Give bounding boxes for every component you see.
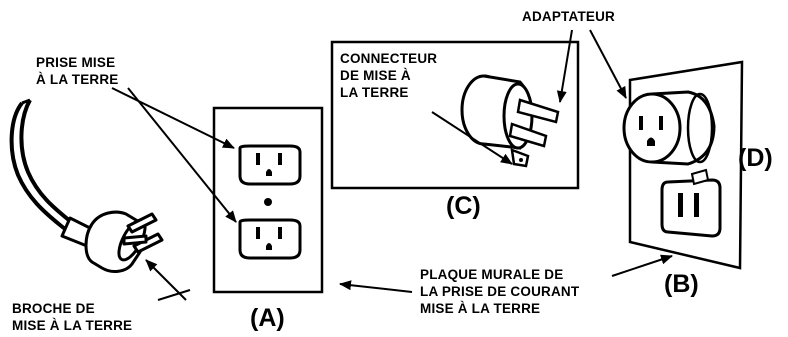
- figure-label-d: (D): [738, 144, 773, 172]
- callout-arrows: [111, 29, 673, 301]
- figure-label-c: (C): [446, 192, 481, 220]
- figure-label-a: (A): [250, 304, 285, 332]
- label-grounding-pin: BROCHE DE MISE À LA TERRE: [12, 301, 133, 333]
- arrow-ground-pin-tail: [157, 289, 191, 301]
- label-grounded-outlet: PRISE MISE À LA TERRE: [36, 55, 119, 87]
- label-adapter: ADAPTATEUR: [522, 9, 615, 24]
- figure-label-b: (B): [664, 270, 699, 298]
- adapter-inset-illustration: [330, 40, 580, 190]
- grounded-plug-illustration: [9, 98, 164, 273]
- wall-adapter-illustration: [622, 60, 744, 270]
- arrow-adapter-to-prong: [556, 29, 573, 103]
- label-grounding-connector: CONNECTEUR DE MISE À LA TERRE: [340, 51, 438, 100]
- arrow-to-plate-a: [339, 280, 413, 293]
- arrow-adapter-to-wall: [589, 29, 627, 99]
- arrow-to-plate-b: [611, 254, 673, 277]
- arrow-to-upper-receptacle: [111, 87, 235, 149]
- duplex-outlet-illustration: [212, 106, 324, 294]
- arrow-to-lower-receptacle: [127, 87, 237, 223]
- arrow-to-connector: [431, 111, 513, 165]
- label-wall-plate: PLAQUE MURALE DE LA PRISE DE COURANT MIS…: [420, 267, 580, 316]
